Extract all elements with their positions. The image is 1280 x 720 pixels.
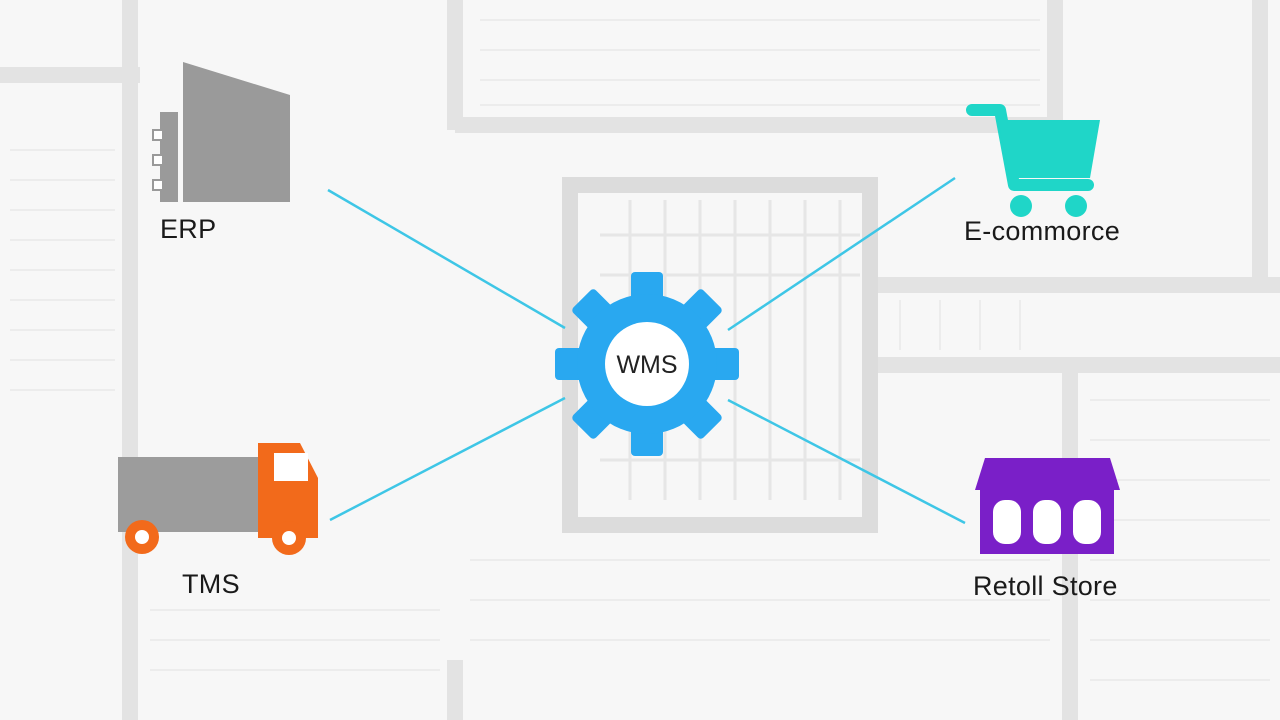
connector-tms: [329, 396, 566, 522]
gear-icon: WMS: [555, 272, 739, 456]
connector-erp: [327, 188, 566, 330]
shopping-cart-icon: [966, 104, 1100, 217]
connector-retail: [727, 398, 966, 525]
node-label-retail: Retoll Store: [973, 571, 1118, 601]
hub-label: WMS: [616, 351, 677, 379]
connector-ecommerce: [727, 176, 956, 332]
node-label-ecommerce: E-commorce: [964, 216, 1121, 246]
node-label-tms: TMS: [182, 569, 240, 599]
building-icon: [152, 62, 290, 202]
truck-icon: [118, 443, 318, 555]
storefront-icon: [975, 458, 1120, 554]
node-label-erp: ERP: [160, 214, 217, 244]
